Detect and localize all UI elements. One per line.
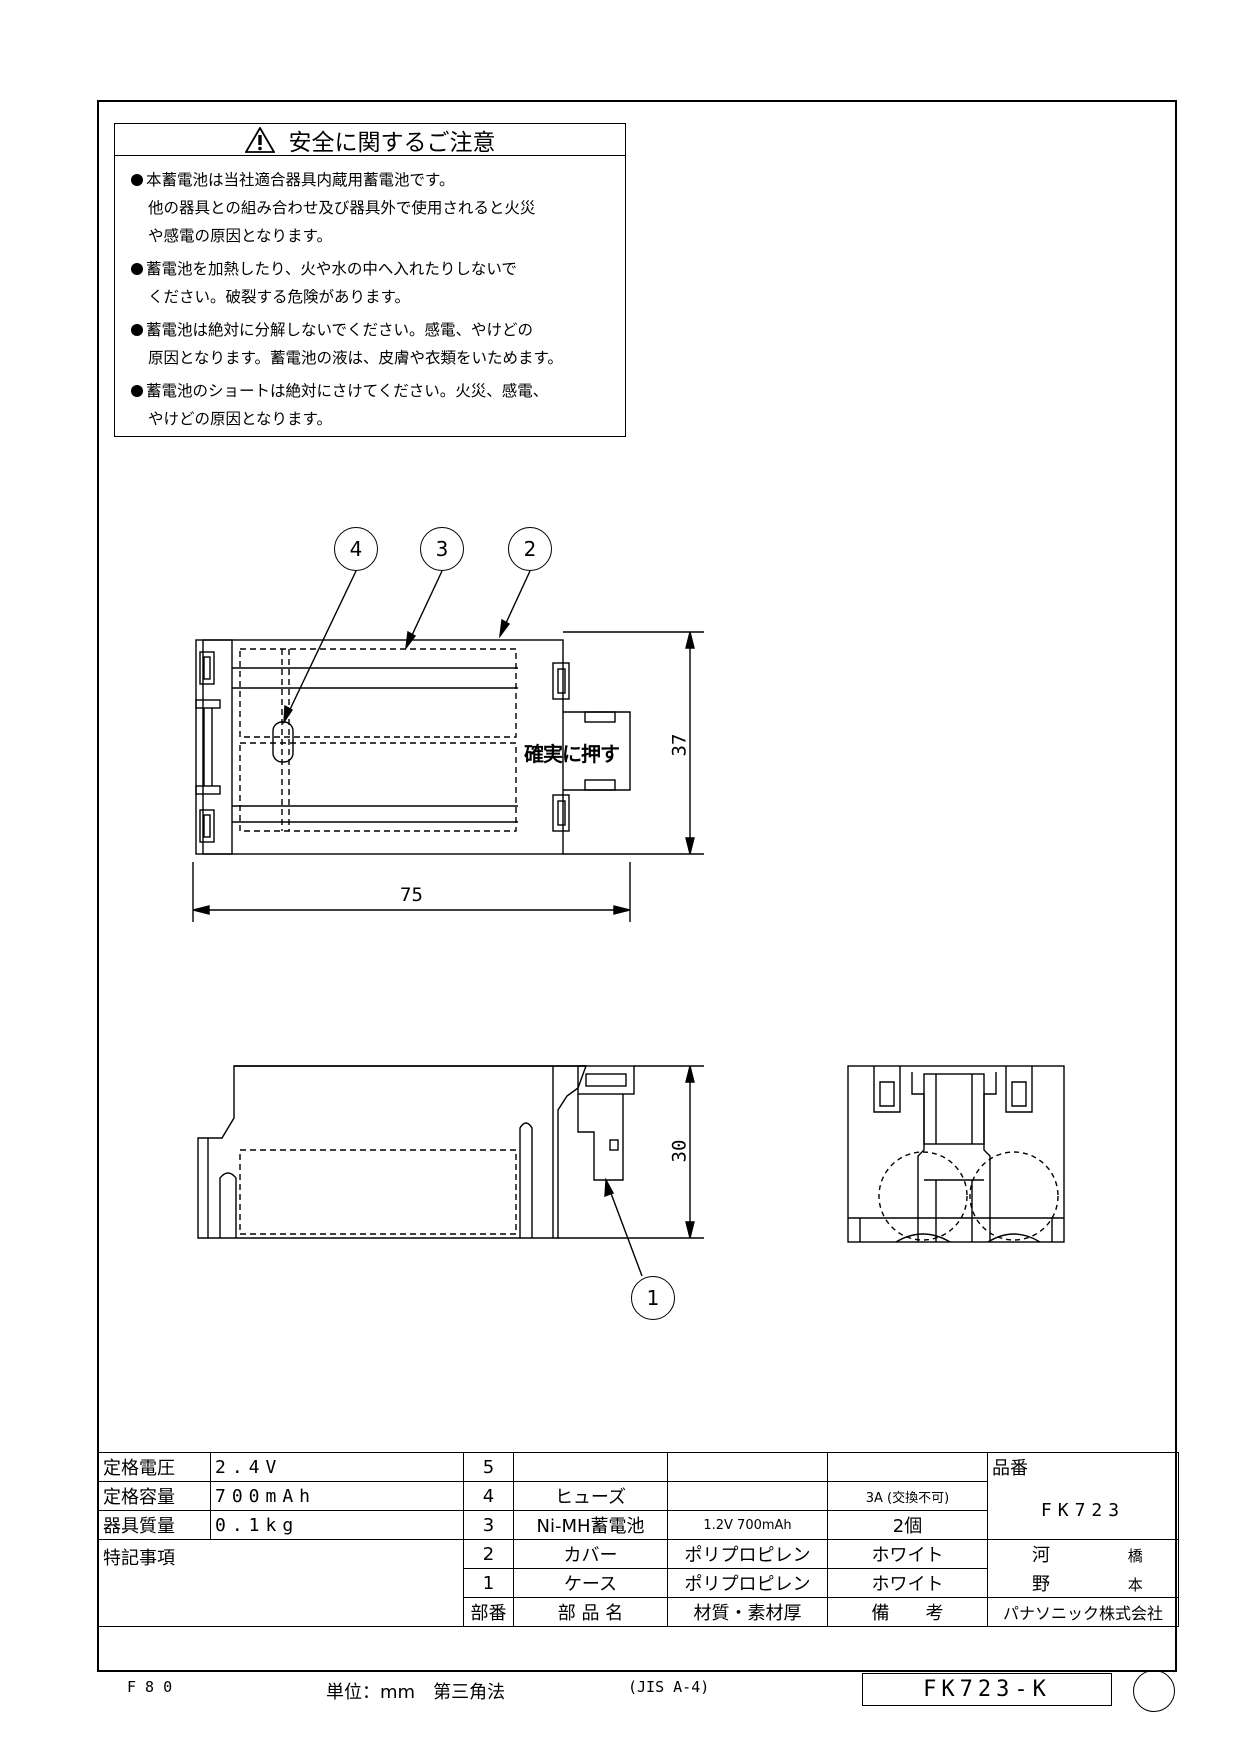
safety-item-line: 蓄電池のショートは絶対にさけてください。火災、感電、	[146, 382, 549, 400]
rated-voltage-value: 2.4V	[210, 1452, 464, 1482]
part-number-value: FK723	[987, 1481, 1179, 1540]
safety-notice-title: 安全に関するご注意	[115, 124, 625, 156]
part-no-4: 4	[463, 1481, 514, 1511]
dimension-width: 75	[400, 884, 423, 906]
drawing-frame	[97, 100, 1177, 1672]
signature-row-1: 河 橋	[987, 1539, 1179, 1569]
part-material-5	[667, 1452, 828, 1482]
header-part-no: 部番	[463, 1597, 514, 1627]
notes-label: 特記事項	[98, 1539, 464, 1627]
part-name-4: ヒューズ	[513, 1481, 668, 1511]
signature-4: 本	[1127, 1575, 1143, 1594]
push-firmly-label: 確実に押す	[524, 742, 620, 766]
part-material-3: 1.2V 700mAh	[667, 1510, 828, 1540]
signature-2: 橋	[1127, 1547, 1143, 1566]
balloon-part-1: 1	[631, 1276, 675, 1320]
part-name-2: カバー	[513, 1539, 668, 1569]
table-header-row: 部番 部 品 名 材質・素材厚 備 考 パナソニック株式会社	[99, 1597, 1179, 1627]
rated-capacity-label: 定格容量	[98, 1481, 211, 1511]
dimension-depth: 30	[668, 1139, 691, 1163]
part-no-1: 1	[463, 1568, 514, 1598]
safety-item: 蓄電池を加熱したり、火や水の中へ入れたりしないでください。破裂する危険があります…	[131, 255, 619, 311]
part-no-2: 2	[463, 1539, 514, 1569]
side-view	[847, 1065, 1065, 1243]
balloon-part-4: 4	[334, 527, 378, 571]
safety-notice: 安全に関するご注意 本蓄電池は当社適合器具内蔵用蓄電池です。他の器具との組み合わ…	[114, 123, 626, 437]
table-row: 1 ケース ポリプロピレン ホワイト 野 本	[99, 1568, 1179, 1598]
safety-item-line: 蓄電池は絶対に分解しないでください。感電、やけどの	[146, 321, 534, 339]
signature-1: 河	[1032, 1545, 1050, 1567]
table-row: 器具質量 0.1kg 3 Ni-MH蓄電池 1.2V 700mAh 2個	[98, 1510, 1179, 1540]
dimension-height: 37	[668, 733, 691, 757]
table-row: 定格容量 700mAh 4 ヒューズ 3A (交換不可) FK723	[98, 1481, 1179, 1540]
warning-icon	[244, 126, 275, 153]
footer-paper-size: (JIS A-4)	[628, 1678, 710, 1696]
header-material: 材質・素材厚	[667, 1597, 828, 1627]
part-remarks-5	[827, 1452, 988, 1482]
bullet-icon	[131, 385, 143, 397]
part-material-1: ポリプロピレン	[667, 1568, 828, 1598]
top-view	[192, 631, 704, 922]
part-material-2: ポリプロピレン	[667, 1539, 828, 1569]
safety-item-line: 他の器具との組み合わせ及び器具外で使用されると火災	[148, 199, 536, 217]
safety-item: 本蓄電池は当社適合器具内蔵用蓄電池です。他の器具との組み合わせ及び器具外で使用さ…	[131, 166, 619, 250]
footer-scale: F 8 0	[127, 1678, 173, 1696]
safety-item-line: 本蓄電池は当社適合器具内蔵用蓄電池です。	[146, 171, 455, 189]
signature-row-2: 野 本	[987, 1568, 1179, 1598]
part-no-5: 5	[463, 1452, 514, 1482]
mass-value: 0.1kg	[210, 1510, 464, 1540]
safety-item-line: 蓄電池を加熱したり、火や水の中へ入れたりしないで	[146, 260, 517, 278]
part-material-4	[667, 1481, 828, 1511]
part-name-3: Ni-MH蓄電池	[513, 1510, 668, 1540]
part-remarks-2: ホワイト	[827, 1539, 988, 1569]
table-row: 特記事項 2 カバー ポリプロピレン ホワイト 河 橋	[98, 1539, 1179, 1627]
header-remarks: 備 考	[827, 1597, 988, 1627]
spec-parts-table: 定格電圧 2.4V 5 品番 定格容量 700mAh 4 ヒューズ 3A (交換…	[98, 1452, 1179, 1627]
drawing-number: FK723-K	[862, 1673, 1112, 1706]
front-view	[197, 1065, 704, 1277]
bullet-icon	[131, 263, 143, 275]
safety-items: 本蓄電池は当社適合器具内蔵用蓄電池です。他の器具との組み合わせ及び器具外で使用さ…	[115, 156, 625, 433]
part-no-3: 3	[463, 1510, 514, 1540]
part-number-label: 品番	[987, 1452, 1179, 1482]
mass-label: 器具質量	[98, 1510, 211, 1540]
revision-circle	[1133, 1670, 1175, 1712]
balloon-part-2: 2	[508, 527, 552, 571]
company-name: パナソニック株式会社	[987, 1597, 1179, 1627]
part-name-1: ケース	[513, 1568, 668, 1598]
part-name-5	[513, 1452, 668, 1482]
part-remarks-3: 2個	[827, 1510, 988, 1540]
safety-item: 蓄電池のショートは絶対にさけてください。火災、感電、やけどの原因となります。	[131, 377, 619, 433]
rated-capacity-value: 700mAh	[210, 1481, 464, 1511]
rated-voltage-label: 定格電圧	[98, 1452, 211, 1482]
part-remarks-1: ホワイト	[827, 1568, 988, 1598]
safety-item-line: 原因となります。蓄電池の液は、皮膚や衣類をいためます。	[148, 349, 563, 367]
safety-item-line: ください。破裂する危険があります。	[148, 288, 410, 306]
table-row: 定格電圧 2.4V 5 品番	[98, 1452, 1179, 1482]
signature-3: 野	[1032, 1573, 1050, 1595]
part-remarks-4: 3A (交換不可)	[827, 1481, 988, 1511]
safety-title-text: 安全に関するご注意	[288, 129, 496, 156]
safety-item-line: や感電の原因となります。	[148, 227, 332, 245]
safety-item: 蓄電池は絶対に分解しないでください。感電、やけどの原因となります。蓄電池の液は、…	[131, 316, 619, 372]
balloon-leaders	[283, 570, 531, 725]
bullet-icon	[131, 174, 143, 186]
header-part-name: 部 品 名	[513, 1597, 668, 1627]
safety-item-line: やけどの原因となります。	[148, 410, 332, 428]
footer-unit-projection: 単位：mm 第三角法	[326, 1682, 506, 1703]
bullet-icon	[131, 324, 143, 336]
balloon-part-3: 3	[420, 527, 464, 571]
